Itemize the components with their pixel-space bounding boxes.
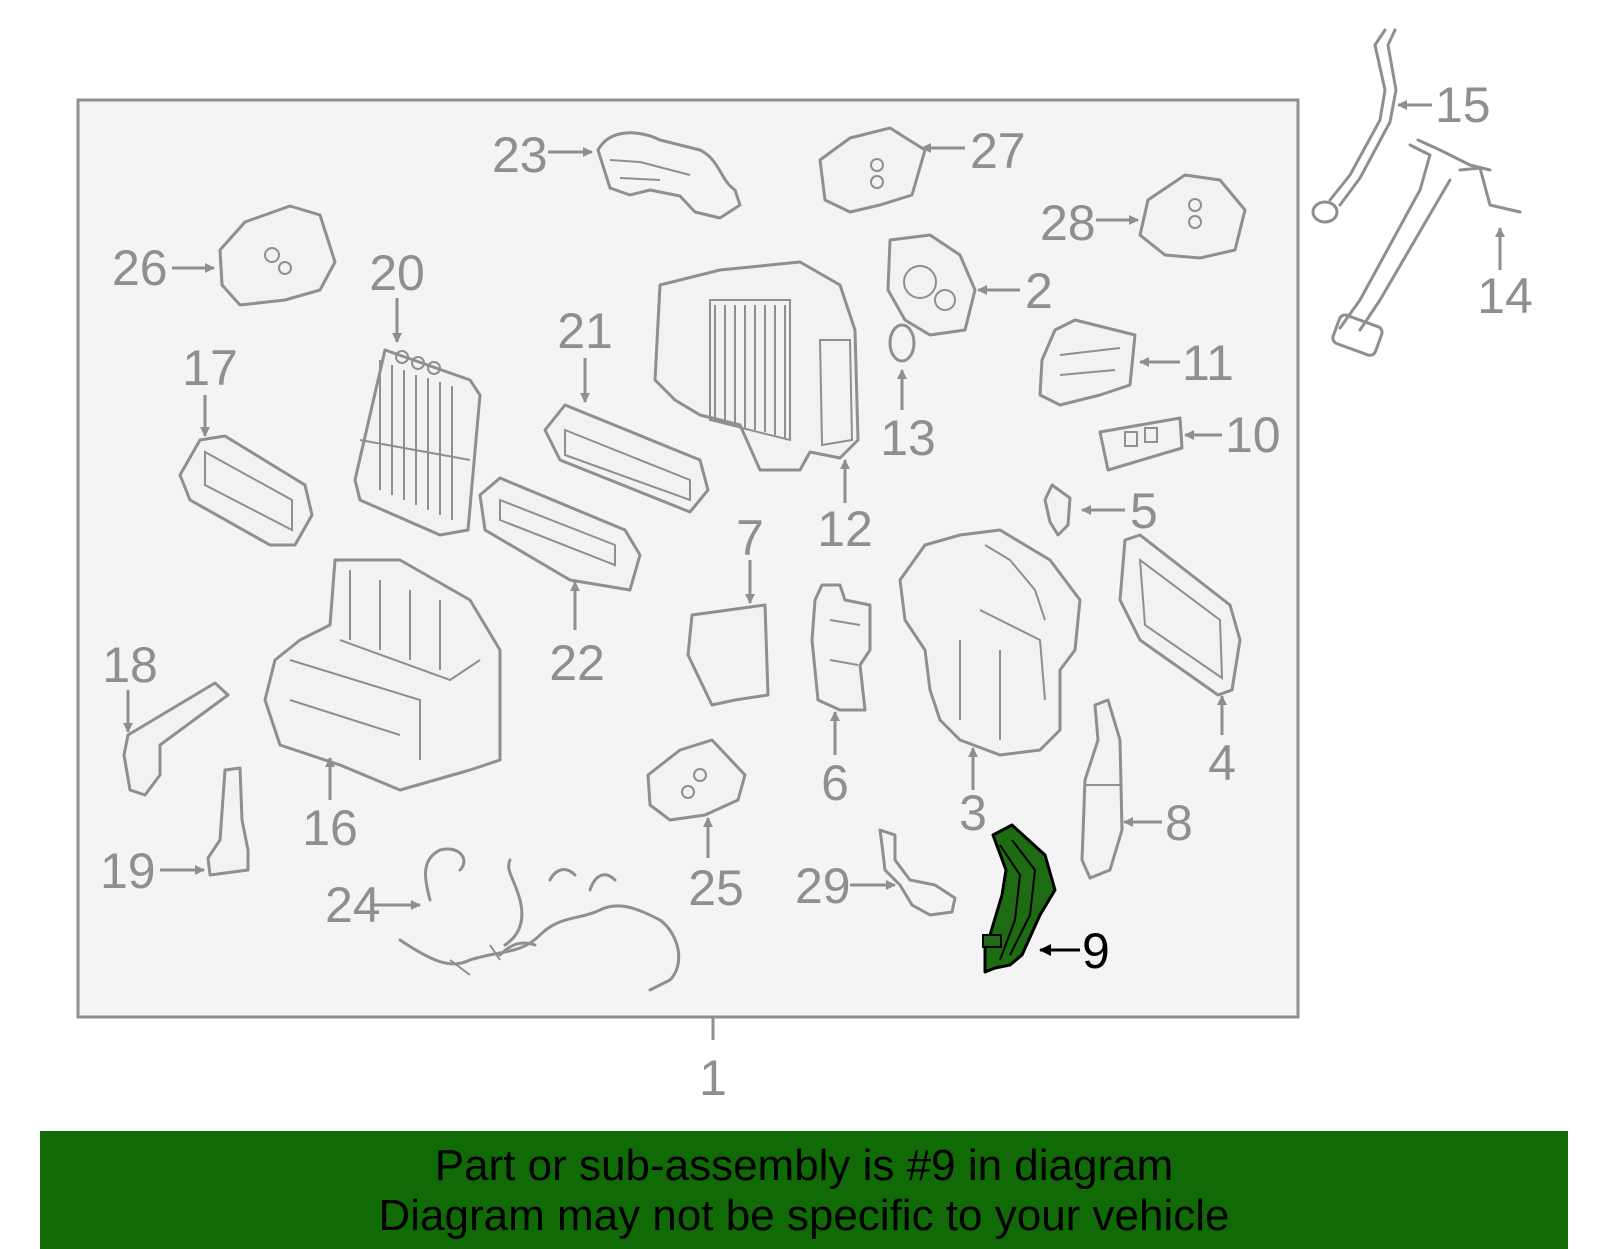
part-26[interactable]	[172, 204, 337, 307]
part-21[interactable]	[543, 358, 710, 514]
callout-5: 5	[1130, 483, 1158, 539]
part-16[interactable]	[263, 558, 502, 800]
part-13[interactable]	[888, 323, 916, 410]
part-6[interactable]	[810, 583, 872, 755]
part-24[interactable]	[370, 847, 681, 992]
callout-27: 27	[970, 123, 1026, 179]
callout-29: 29	[795, 858, 851, 914]
part-17[interactable]	[178, 395, 314, 547]
callout-7: 7	[736, 510, 764, 566]
banner-line-2: Diagram may not be specific to your vehi…	[378, 1191, 1230, 1240]
callout-20: 20	[369, 245, 425, 301]
part-27[interactable]	[818, 126, 965, 214]
callout-6: 6	[821, 755, 849, 811]
callout-2: 2	[1025, 263, 1053, 319]
part-3[interactable]	[898, 528, 1082, 790]
callout-18: 18	[102, 637, 158, 693]
callout-21: 21	[557, 303, 613, 359]
part-7[interactable]	[686, 560, 770, 707]
callout-11: 11	[1182, 335, 1234, 391]
callout-3: 3	[959, 785, 987, 841]
callout-17: 17	[182, 340, 238, 396]
callout-14: 14	[1477, 268, 1533, 324]
callout-28: 28	[1040, 195, 1096, 251]
part-20[interactable]	[353, 298, 482, 537]
callout-23: 23	[492, 127, 548, 183]
part-25[interactable]	[646, 738, 747, 858]
callout-26: 26	[112, 240, 168, 296]
callout-22: 22	[549, 635, 605, 691]
callout-24: 24	[325, 877, 381, 933]
part-14[interactable]	[1331, 138, 1522, 357]
part-22[interactable]	[478, 476, 642, 630]
callout-12: 12	[817, 501, 873, 557]
callout-1: 1	[699, 1050, 727, 1106]
part-11[interactable]	[1038, 318, 1180, 407]
part-8[interactable]	[1080, 698, 1162, 880]
callout-25: 25	[688, 860, 744, 916]
callout-19: 19	[100, 843, 156, 899]
part-9-shape[interactable]	[983, 823, 1057, 974]
part-29[interactable]	[850, 828, 957, 917]
part-9[interactable]	[982, 823, 1080, 974]
part-15[interactable]	[1311, 28, 1432, 224]
part-2[interactable]	[886, 233, 1020, 337]
part-19[interactable]	[160, 766, 250, 877]
part-18[interactable]	[122, 681, 230, 797]
part-10[interactable]	[1098, 416, 1222, 472]
part-28[interactable]	[1096, 173, 1247, 260]
callout-13: 13	[880, 410, 936, 466]
callout-9: 9	[1082, 923, 1110, 979]
info-banner: Part or sub-assembly is #9 in diagram Di…	[40, 1131, 1568, 1249]
callout-4: 4	[1208, 735, 1236, 791]
banner-line-1: Part or sub-assembly is #9 in diagram	[434, 1141, 1174, 1190]
callout-16: 16	[302, 800, 358, 856]
part-12[interactable]	[653, 260, 860, 503]
callout-15: 15	[1435, 77, 1491, 133]
part-23[interactable]	[548, 131, 742, 220]
part-4[interactable]	[1118, 533, 1242, 735]
part-5[interactable]	[1043, 483, 1125, 537]
callout-8: 8	[1165, 795, 1193, 851]
callout-10: 10	[1225, 407, 1281, 463]
